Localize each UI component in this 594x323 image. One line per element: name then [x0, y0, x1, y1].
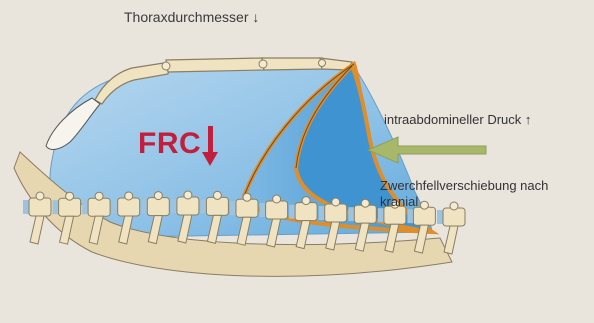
vertebra	[295, 203, 317, 221]
intervertebral-disc	[141, 200, 147, 214]
intervertebral-disc	[437, 210, 443, 224]
intervertebral-disc	[171, 199, 177, 213]
intervertebral-disc	[378, 208, 384, 222]
intervertebral-disc	[348, 207, 354, 221]
rib-head	[125, 192, 133, 200]
rib-head	[95, 192, 103, 200]
vertebra	[118, 198, 140, 216]
vertebra	[59, 198, 81, 216]
vertebra	[443, 208, 465, 226]
abdominal-pressure-label: intraabdomineller Druck ↑	[384, 112, 531, 127]
diaphragm-shift-line1: Zwerchfellverschiebung nach	[380, 178, 548, 194]
rib-head	[302, 197, 310, 205]
rib-head	[213, 191, 221, 199]
vertebra	[147, 198, 169, 216]
frc-label: FRC	[138, 127, 201, 161]
intervertebral-disc	[319, 206, 325, 220]
intervertebral-disc	[407, 209, 413, 223]
vertebra	[29, 198, 51, 216]
rib-head	[66, 192, 74, 200]
intervertebral-disc	[53, 200, 59, 214]
diaphragm-shift-line2: kranial	[380, 194, 548, 210]
vertebra	[354, 205, 376, 223]
vertebra	[177, 197, 199, 215]
intervertebral-disc	[260, 203, 266, 217]
rib-head	[332, 198, 340, 206]
intervertebral-disc	[112, 200, 118, 214]
rib-head	[243, 193, 251, 201]
rib-head	[184, 191, 192, 199]
intervertebral-disc	[200, 199, 206, 213]
rib-head	[154, 192, 162, 200]
thorax-diameter-label: Thoraxdurchmesser ↓	[124, 9, 259, 25]
vertebra	[88, 198, 110, 216]
vertebra	[236, 199, 258, 217]
vertebra	[266, 201, 288, 219]
intervertebral-disc	[230, 201, 236, 215]
intervertebral-disc	[82, 200, 88, 214]
rib-head	[361, 199, 369, 207]
intervertebral-disc	[23, 200, 29, 214]
vertebra	[206, 197, 228, 215]
vertebra	[325, 204, 347, 222]
rib-head	[36, 192, 44, 200]
rib-head	[273, 195, 281, 203]
intervertebral-disc	[289, 205, 295, 219]
diaphragm-shift-label: Zwerchfellverschiebung nach kranial	[380, 178, 548, 210]
